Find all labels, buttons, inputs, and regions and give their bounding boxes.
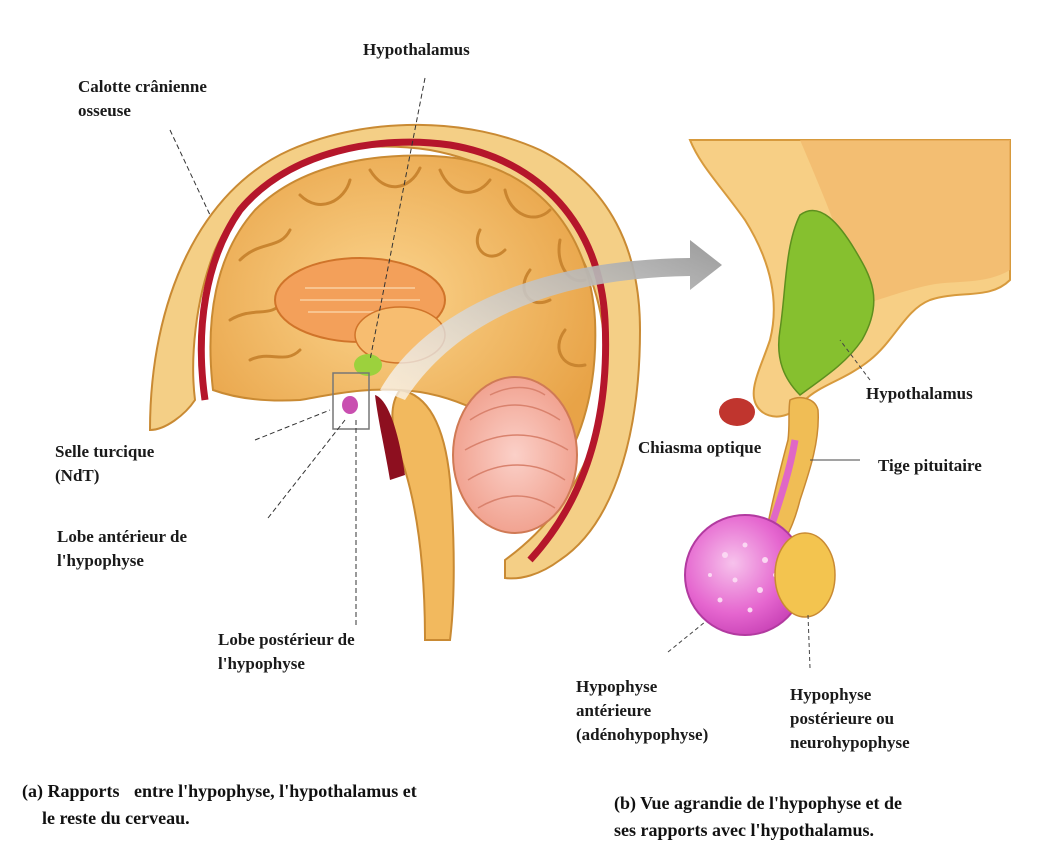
cerebellum <box>453 377 577 533</box>
label-selle-line1: Selle turcique <box>55 440 154 464</box>
label-selle-turcique: Selle turcique (NdT) <box>55 440 154 488</box>
label-lobe-posterieur-line1: Lobe postérieur de <box>218 628 355 652</box>
label-chiasma-optique: Chiasma optique <box>638 436 761 460</box>
caption-b-line1: (b) Vue agrandie de l'hypophyse et de <box>614 790 902 817</box>
brainstem <box>392 390 453 640</box>
label-hyp-ant-line2: antérieure <box>576 699 708 723</box>
label-lobe-posterieur-line2: l'hypophyse <box>218 652 355 676</box>
label-lobe-anterieur-line1: Lobe antérieur de <box>57 525 187 549</box>
label-hyp-post-line1: Hypophyse <box>790 683 910 707</box>
label-hyp-post-line3: neurohypophyse <box>790 731 910 755</box>
caption-a-rest: entre l'hypophyse, l'hypothalamus et <box>134 781 417 801</box>
label-lobe-anterieur: Lobe antérieur de l'hypophyse <box>57 525 187 573</box>
label-hypophyse-posterieure: Hypophyse postérieure ou neurohypophyse <box>790 683 910 755</box>
label-lobe-posterieur: Lobe postérieur de l'hypophyse <box>218 628 355 676</box>
label-calotte-line1: Calotte crânienne <box>78 75 207 99</box>
label-hypophyse-anterieure: Hypophyse antérieure (adénohypophyse) <box>576 675 708 747</box>
optic-chiasma <box>719 398 755 426</box>
caption-a-line1: (a) Rapports entre l'hypophyse, l'hypoth… <box>22 778 417 805</box>
label-hypothalamus-top: Hypothalamus <box>363 38 470 62</box>
hypophysis-small <box>342 396 358 414</box>
label-calotte-line2: osseuse <box>78 99 207 123</box>
caption-b: (b) Vue agrandie de l'hypophyse et de se… <box>614 790 902 844</box>
caption-b-line2: ses rapports avec l'hypothalamus. <box>614 817 902 844</box>
label-calotte-cranienne: Calotte crânienne osseuse <box>78 75 207 123</box>
neurohypophyse-lobe <box>775 533 835 617</box>
label-hyp-ant-line1: Hypophyse <box>576 675 708 699</box>
caption-a-start: (a) Rapports <box>22 781 120 801</box>
label-hyp-post-line2: postérieure ou <box>790 707 910 731</box>
label-hyp-ant-line3: (adénohypophyse) <box>576 723 708 747</box>
caption-a-line2: le reste du cerveau. <box>22 805 417 832</box>
label-tige-pituitaire: Tige pituitaire <box>878 454 982 478</box>
label-lobe-anterieur-line2: l'hypophyse <box>57 549 187 573</box>
label-hypothalamus-right: Hypothalamus <box>866 382 973 406</box>
caption-a: (a) Rapports entre l'hypophyse, l'hypoth… <box>22 778 417 832</box>
brain-sagittal-illustration <box>150 78 640 640</box>
label-selle-line2: (NdT) <box>55 464 154 488</box>
